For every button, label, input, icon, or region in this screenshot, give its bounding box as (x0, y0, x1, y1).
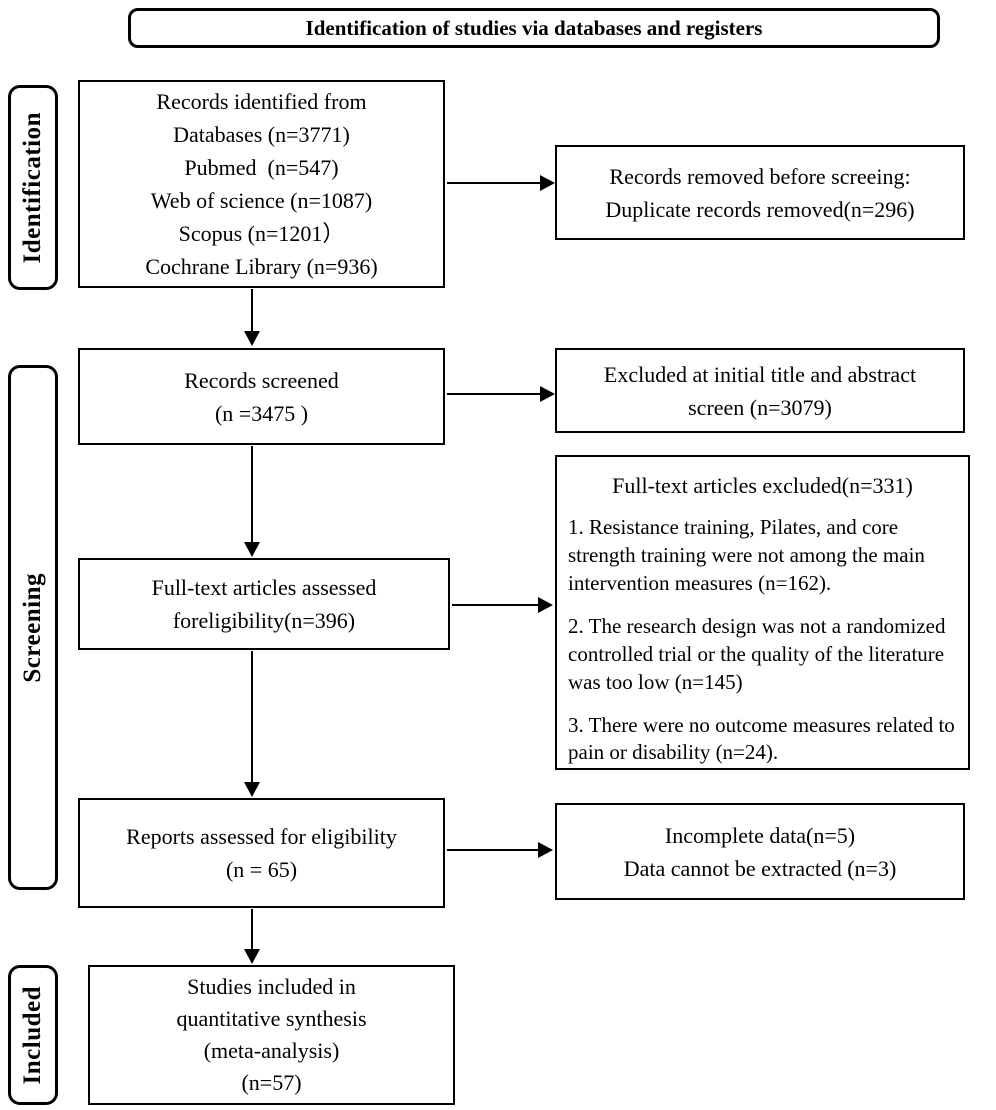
records-screened-box: Records screened (n =3475 ) (78, 348, 445, 445)
arrow-fulltext-to-reports (244, 651, 260, 797)
box-line: Studies included in (187, 974, 356, 1000)
box-line: (n=57) (241, 1069, 302, 1095)
box-line: Pubmed (n=547) (184, 155, 339, 180)
exclusion-reason-2: 2. The research design was not a randomi… (568, 613, 946, 694)
box-line: screen (n=3079) (688, 394, 832, 420)
arrow-reports-to-included (244, 909, 260, 964)
box-line: Web of science (n=1087) (150, 188, 373, 213)
box-line: Databases (n=3771) (173, 122, 350, 147)
fulltext-excluded-heading: Full-text articles excluded(n=331) (612, 473, 913, 498)
stage-label-included: Included (8, 965, 58, 1105)
arrow-screened-to-fulltext (244, 446, 260, 557)
box-line: Excluded at initial title and abstract (603, 361, 917, 387)
box-line: (meta-analysis) (203, 1038, 340, 1063)
box-line: Incomplete data(n=5) (664, 822, 856, 848)
stage-label-screening-text: Screening (19, 572, 46, 683)
excluded-title-abstract-box: Excluded at initial title and abstract s… (555, 348, 965, 433)
arrow-screened-to-excluded (447, 386, 555, 402)
box-line: Scopus (n=1201） (178, 221, 345, 246)
arrow-reports-to-incomplete (447, 842, 553, 858)
stage-label-identification-text: Identification (19, 111, 46, 264)
exclusion-reason-3: 3. There were no outcome measures relate… (568, 712, 955, 765)
box-line: foreligibility(n=396) (172, 608, 356, 633)
box-line: Duplicate records removed(n=296) (605, 196, 915, 222)
exclusion-reason-1: 1. Resistance training, Pilates, and cor… (568, 515, 925, 595)
box-line: (n =3475 ) (214, 400, 309, 426)
records-removed-box: Records removed before screeing: Duplica… (555, 145, 965, 240)
fulltext-excluded-box: Full-text articles excluded(n=331) 1. Re… (555, 455, 970, 770)
diagram-title: Identification of studies via databases … (305, 15, 763, 40)
arrow-fulltext-to-excluded (452, 597, 553, 613)
diagram-title-box: Identification of studies via databases … (128, 8, 940, 48)
arrow-identified-to-removed (447, 175, 555, 191)
records-identified-box: Records identified from Databases (n=377… (78, 80, 445, 288)
box-line: Cochrane Library (n=936) (145, 254, 378, 279)
arrow-identified-to-screened (244, 289, 260, 346)
reports-excluded-box: Incomplete data(n=5) Data cannot be extr… (555, 803, 965, 900)
studies-included-box: Studies included in quantitative synthes… (88, 965, 455, 1105)
box-line: quantitative synthesis (176, 1006, 367, 1032)
box-line: Records removed before screeing: (609, 163, 911, 189)
box-line: Data cannot be extracted (n=3) (623, 855, 897, 881)
stage-label-screening: Screening (8, 365, 58, 890)
box-line: Full-text articles assessed (151, 575, 377, 600)
stage-label-included-text: Included (19, 985, 46, 1085)
stage-label-identification: Identification (8, 85, 58, 290)
reports-assessed-box: Reports assessed for eligibility (n = 65… (78, 798, 445, 908)
box-line: Records identified from (156, 89, 367, 114)
box-line: Records screened (184, 367, 339, 393)
box-line: Reports assessed for eligibility (126, 824, 397, 849)
box-line: (n = 65) (225, 857, 298, 882)
fulltext-assessed-box: Full-text articles assessed foreligibili… (78, 558, 450, 650)
